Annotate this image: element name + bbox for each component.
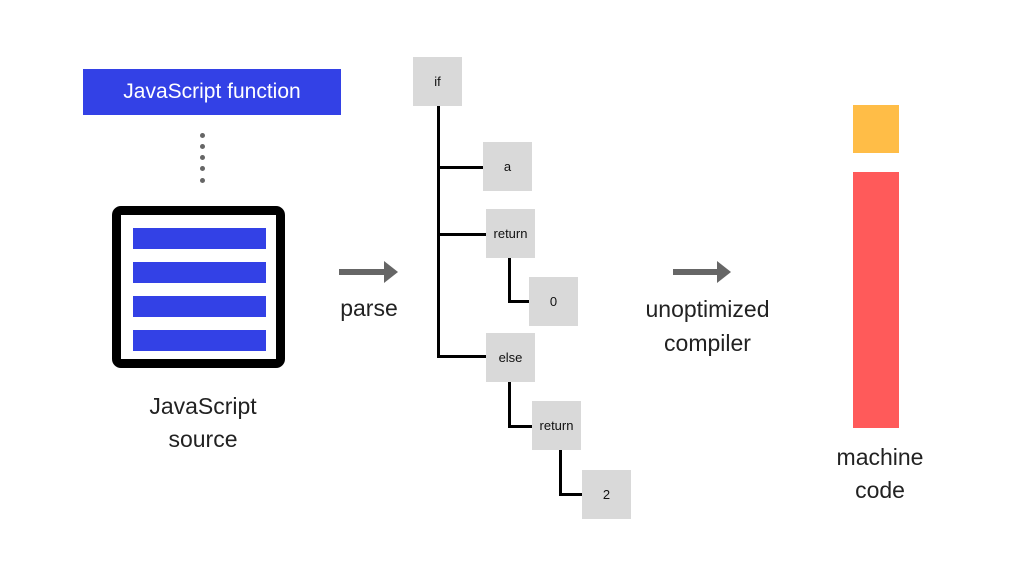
- tree-branch-line: [437, 166, 483, 169]
- source-document-icon: [112, 206, 285, 368]
- tree-trunk-line: [437, 106, 440, 358]
- ast-node-return: return: [532, 401, 581, 450]
- ast-node-0: 0: [529, 277, 578, 326]
- ast-node-2: 2: [582, 470, 631, 519]
- compiler-arrow-shaft: [673, 269, 718, 275]
- ast-node-a: a: [483, 142, 532, 191]
- tree-branch-line: [508, 300, 529, 303]
- connector-dot: [200, 178, 205, 183]
- unoptimized-compiler-label: unoptimized compiler: [630, 292, 785, 360]
- source-line: [133, 330, 266, 351]
- machine-code-label: machine code: [810, 441, 950, 507]
- parse-arrow-head-icon: [384, 261, 398, 283]
- tree-branch-line: [508, 258, 511, 303]
- tree-branch-line: [437, 233, 486, 236]
- ast-node-if: if: [413, 57, 462, 106]
- machine-code-label-line-2: code: [855, 477, 905, 503]
- source-label-line-2: source: [168, 426, 238, 452]
- tree-branch-line: [559, 493, 582, 496]
- compiler-label-line-2: compiler: [664, 330, 751, 356]
- compiler-arrow-head-icon: [717, 261, 731, 283]
- tree-branch-line: [559, 450, 562, 496]
- javascript-source-label: JavaScript source: [128, 390, 278, 456]
- source-label-line-1: JavaScript: [149, 393, 257, 419]
- tree-branch-line: [508, 425, 532, 428]
- ast-node-else: else: [486, 333, 535, 382]
- compiler-label-line-1: unoptimized: [645, 296, 770, 322]
- connector-dot: [200, 155, 205, 160]
- source-line: [133, 262, 266, 283]
- source-line: [133, 228, 266, 249]
- javascript-function-label: JavaScript function: [83, 69, 341, 115]
- parse-label: parse: [340, 295, 398, 321]
- ast-node-return: return: [486, 209, 535, 258]
- machine-code-block-small: [853, 105, 899, 153]
- machine-code-block-large: [853, 172, 899, 428]
- machine-code-label-line-1: machine: [836, 444, 924, 470]
- connector-dot: [200, 133, 205, 138]
- source-line: [133, 296, 266, 317]
- connector-dot: [200, 144, 205, 149]
- parse-arrow-shaft: [339, 269, 385, 275]
- tree-branch-line: [437, 355, 486, 358]
- tree-branch-line: [508, 382, 511, 428]
- connector-dot: [200, 166, 205, 171]
